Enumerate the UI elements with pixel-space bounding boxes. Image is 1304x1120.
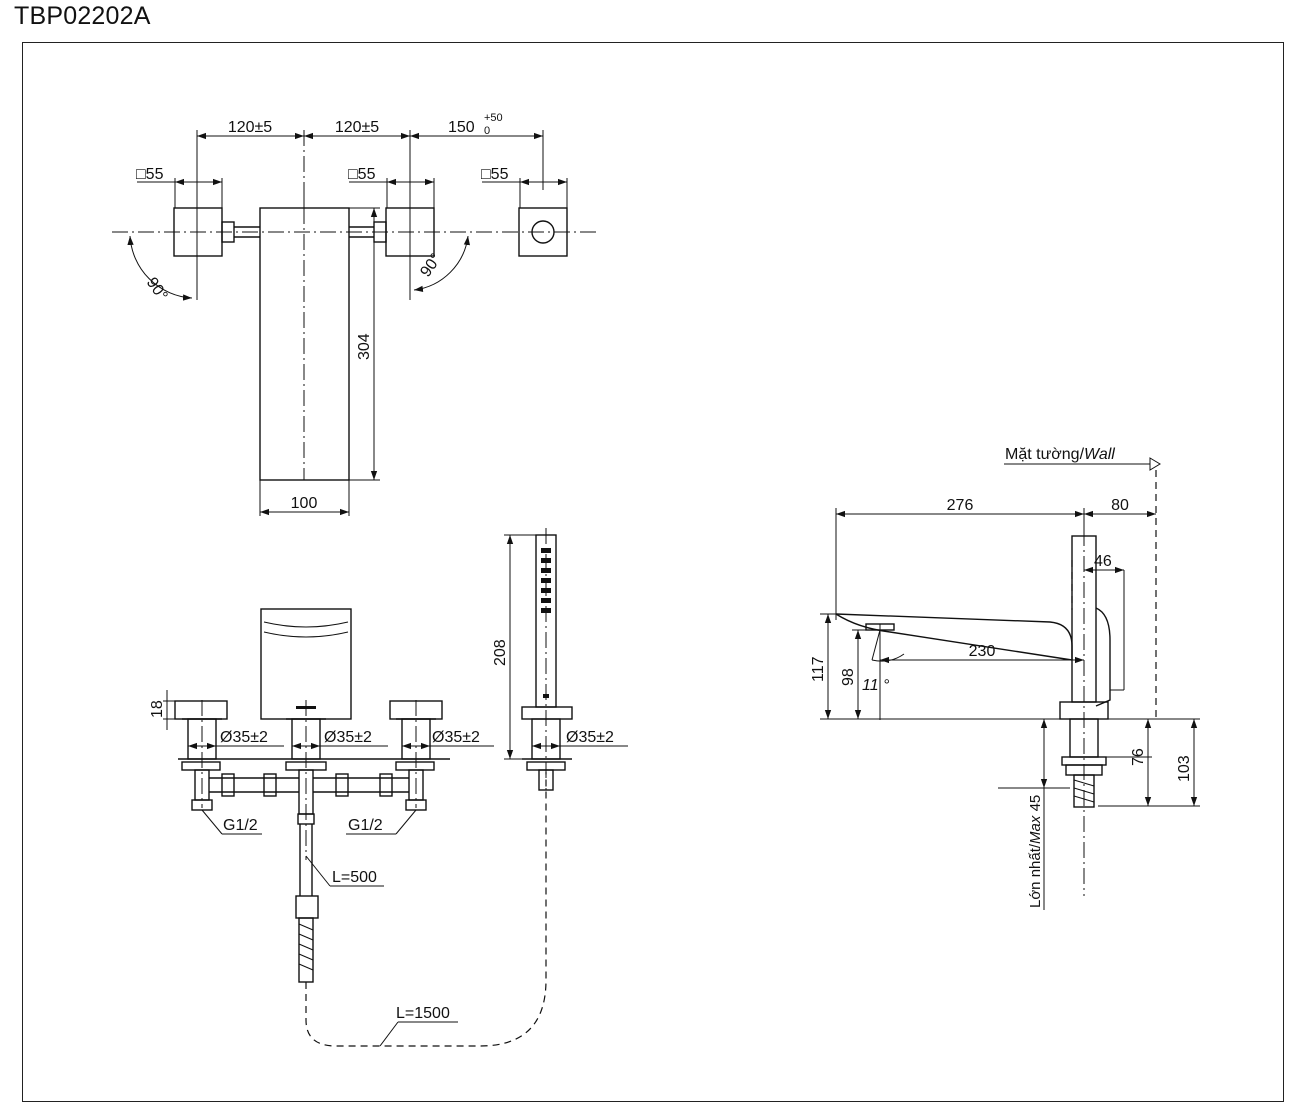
leader-hose-long [379, 1021, 399, 1047]
wall-pointer-icon [1149, 457, 1161, 471]
hose-long-path [305, 772, 547, 1047]
dim-right-spacing: 150 [448, 119, 475, 136]
right-lock-nut [395, 761, 435, 771]
side-view: Mặt tường/Wall 276 80 46 11 ° 230 [810, 446, 1200, 910]
max-thickness: Lớn nhất/Max 45 [1027, 795, 1044, 908]
handle-depth: 46 [1094, 553, 1112, 570]
pipe-nut-4 [379, 773, 393, 797]
dim-left-spacing: 120±5 [228, 119, 272, 136]
outlet-reach: 230 [969, 643, 996, 660]
hose-short-length: L=500 [332, 869, 377, 886]
square-left-size: □55 [136, 166, 164, 183]
pipe-nut-2 [263, 773, 277, 797]
dim-right-tol-lower: 0 [484, 125, 490, 137]
spout-arm-bottom [835, 613, 1073, 661]
spout-width: 100 [291, 495, 318, 512]
spout-front-curve-top [263, 621, 349, 628]
shower-holder-square [518, 207, 568, 257]
shower-holder-hole [531, 220, 555, 244]
shower-holder-front [521, 706, 573, 720]
square-mid-size: □55 [348, 166, 376, 183]
hose-threaded-end [298, 917, 314, 983]
thread-length: 76 [1130, 748, 1147, 766]
front-view: 18 Ø35±2 Ø35±2 Ø35±2 [149, 528, 628, 1047]
spout-length: 304 [356, 333, 373, 360]
pipe-nut-3 [335, 773, 349, 797]
shower-height: 208 [492, 639, 509, 666]
thread-right: G1/2 [348, 817, 383, 834]
leader-thread-left [201, 809, 223, 835]
left-handle-front [174, 700, 228, 720]
hole-mid-size: Ø35±2 [324, 729, 372, 746]
spout-reach: 276 [947, 497, 974, 514]
mid-outlet-nut [297, 813, 315, 825]
hole-left-size: Ø35±2 [220, 729, 268, 746]
left-connector [221, 221, 235, 243]
model-code-title: TBP02202A [14, 2, 151, 30]
angle-arc-right [413, 235, 471, 293]
handle-height: 18 [149, 700, 166, 718]
outlet-angle-line [871, 629, 881, 661]
hose-long-length: L=1500 [396, 1005, 450, 1022]
outlet-height: 98 [840, 668, 857, 686]
hose-coupling [295, 895, 319, 919]
side-threaded-shank [1073, 774, 1095, 808]
angle-right: 90° [417, 251, 445, 281]
dim-right-tol-upper: +50 [484, 112, 503, 124]
pipe-nut-1 [221, 773, 235, 797]
square-right-size: □55 [481, 166, 509, 183]
hole-shower-size: Ø35±2 [566, 729, 614, 746]
wall-label: Mặt tường/Wall [1005, 446, 1115, 463]
spout-height: 117 [810, 656, 827, 682]
spout-front-curve-bottom [263, 631, 349, 638]
top-view: 120±5 120±5 150 +50 0 □55 □55 □55 [112, 112, 600, 516]
hole-right-size: Ø35±2 [432, 729, 480, 746]
left-lock-nut [181, 761, 221, 771]
total-below: 103 [1176, 755, 1193, 782]
side-thread-hatch [1073, 779, 1095, 803]
angle-arc-left [127, 235, 193, 301]
leader-thread-right [395, 809, 417, 835]
thread-left: G1/2 [223, 817, 258, 834]
drawing-frame [22, 42, 1284, 1102]
side-angle: 11 ° [862, 677, 890, 694]
dim-mid-spacing: 120±5 [335, 119, 379, 136]
hose-thread-hatch [298, 923, 314, 971]
angle-left: 90° [143, 275, 171, 305]
leader-hose-short [305, 855, 331, 887]
side-back-curve [1095, 607, 1111, 707]
wall-offset: 80 [1111, 497, 1129, 514]
spout-arm-top [835, 613, 1073, 660]
